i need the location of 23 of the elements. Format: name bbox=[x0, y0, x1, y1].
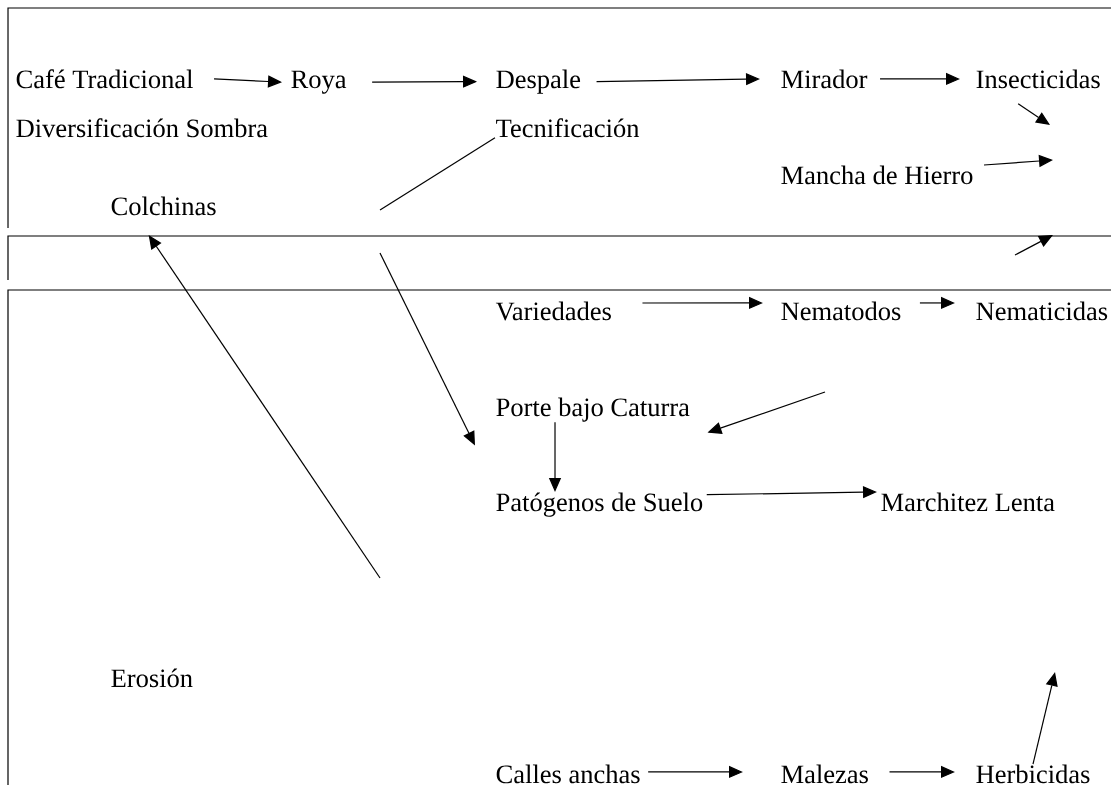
node-label: Calles anchas bbox=[496, 764, 640, 784]
node-label: Patógenos de Suelo bbox=[496, 492, 703, 517]
node-label: Nematicidas bbox=[976, 301, 1108, 321]
node-label: Porte bajo Caturra bbox=[496, 397, 690, 422]
node-label: Café Tradicional bbox=[16, 69, 193, 89]
node-label: Erosión bbox=[111, 668, 193, 688]
node-label: Nematodos bbox=[781, 301, 901, 321]
node-label: Herbicidas bbox=[976, 764, 1090, 784]
arrow bbox=[1017, 103, 1050, 125]
node-label: Mirador bbox=[781, 69, 868, 89]
node-label: Variedades bbox=[495, 301, 611, 321]
arrow bbox=[371, 75, 477, 88]
node-label: Colchinas bbox=[111, 196, 216, 216]
arrow bbox=[1032, 672, 1058, 765]
node-label: Roya bbox=[291, 70, 347, 94]
node-label: Marchitez Lenta bbox=[881, 492, 1055, 512]
arrow bbox=[213, 75, 282, 88]
node-label: Tecnificación bbox=[496, 118, 640, 138]
node-label: Malezas bbox=[781, 764, 868, 784]
node-label: Despale bbox=[496, 69, 581, 94]
node-label: Insecticidas bbox=[976, 69, 1100, 89]
node-label: Mancha de Hierro bbox=[781, 165, 973, 185]
node-label: Diversificación Sombra bbox=[16, 118, 268, 138]
